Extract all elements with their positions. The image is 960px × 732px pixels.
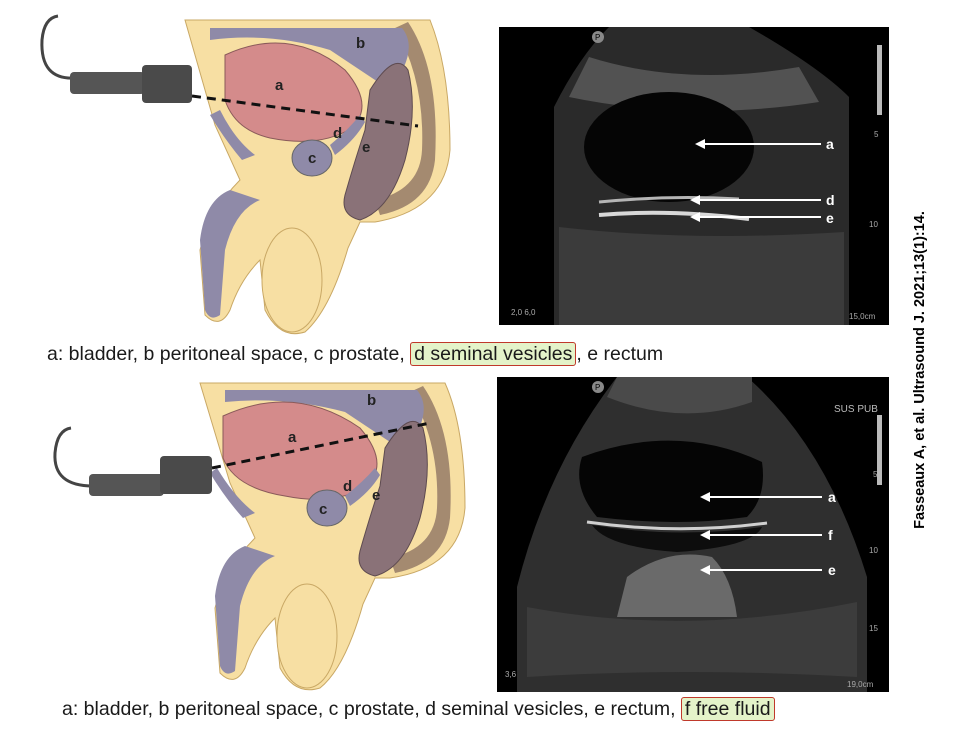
us-arrowhead-e [690,212,700,222]
probe-cable [40,14,76,80]
us-mode-text: P [595,33,600,42]
probe-cable [53,426,94,488]
us-label-d: d [826,192,835,208]
top-caption-highlight: d seminal vesicles [410,342,577,366]
pubic-bone [210,110,255,160]
us-bladder [579,440,763,522]
bottom-anatomy-diagram: a b c d e [53,382,466,691]
testis [261,227,323,333]
us-scale: 19,0cm [847,680,874,689]
probe-body[interactable] [89,474,164,496]
prostate [291,139,333,177]
diagram-label-b: b [356,35,365,52]
diagram-label-d: d [333,125,342,142]
bottom-caption: a: bladder, b peritoneal space, c prosta… [62,697,775,721]
diagram-label-a: a [288,429,297,446]
us-depth-5: 5 [874,130,879,139]
us-depth-10: 10 [869,546,878,555]
us-arrowhead-a [695,139,705,149]
us-mode-text: P [595,383,600,392]
penis [200,190,260,318]
us-settings: 3,6 [505,670,517,679]
us-mode-badge [592,381,604,393]
top-caption: a: bladder, b peritoneal space, c prosta… [47,342,664,366]
us-grayscale-bar [877,45,882,115]
us-depth-5: 5 [873,470,878,479]
diagram-label-c: c [319,501,327,518]
us-depth-15: 15 [869,624,878,633]
diagram-label-e: e [372,487,380,504]
us-arrowhead-a [700,492,710,502]
us-label-a: a [826,136,834,152]
us-label-e: e [828,562,836,578]
us-interface-d [598,196,740,204]
peritoneal-space [225,390,424,452]
penis [215,546,275,674]
us-label-f: f [828,527,833,543]
us-deep-tissue [527,602,857,677]
probe-head[interactable] [160,456,212,494]
peritoneal-space [210,28,409,90]
bottom-ultrasound-image: P SUS PUB 5 10 15 a f e 3,6 19,0cm [497,377,889,692]
beam-line [211,421,431,470]
us-free-fluid [592,525,762,552]
citation: Fasseaux A, et al. Ultrasound J. 2021;13… [900,150,940,590]
top-caption-tail: , e rectum [576,343,664,365]
rectum [358,420,428,577]
pubic-bone [210,468,255,518]
diagram-label-b: b [367,392,376,409]
us-mode-badge [592,31,604,43]
probe-body[interactable] [70,72,145,94]
top-ultrasound-image: P 5 10 a d e 2,0 6,0 15,0cm [499,27,889,325]
top-anatomy-diagram: a b c d e [40,14,451,335]
prostate [306,489,348,527]
us-near-field [607,377,752,414]
us-settings: 2,0 6,0 [511,308,536,317]
sacrum [390,386,451,573]
us-label-a: a [828,489,836,505]
us-scale: 15,0cm [849,312,876,321]
diagram-label-c: c [308,150,316,167]
us-interface-f [586,520,768,531]
seminal-vesicles [330,115,365,155]
testis [276,583,338,689]
us-bladder [584,92,754,202]
us-label-e: e [826,210,834,226]
sacrum [375,22,436,215]
us-deep-tissue [559,227,844,325]
beam-line [191,94,419,128]
us-depth-10: 10 [869,220,878,229]
bottom-caption-text: a: bladder, b peritoneal space, c prosta… [62,698,676,720]
us-grayscale-bar [877,415,882,485]
seminal-vesicles [345,468,380,506]
us-header: SUS PUB [834,404,878,415]
diagram-label-a: a [275,77,284,94]
bottom-caption-highlight: f free fluid [680,697,775,721]
rectum [343,62,413,221]
diagram-label-d: d [343,478,352,495]
us-arrowhead-f [700,530,710,540]
top-caption-text: a: bladder, b peritoneal space, c prosta… [47,343,405,365]
us-arrowhead-d [690,195,700,205]
citation-text: Fasseaux A, et al. Ultrasound J. 2021;13… [912,211,928,529]
us-arrowhead-e [700,565,710,575]
diagram-label-e: e [362,139,370,156]
us-tissue-top [569,57,819,111]
probe-head[interactable] [142,65,192,103]
